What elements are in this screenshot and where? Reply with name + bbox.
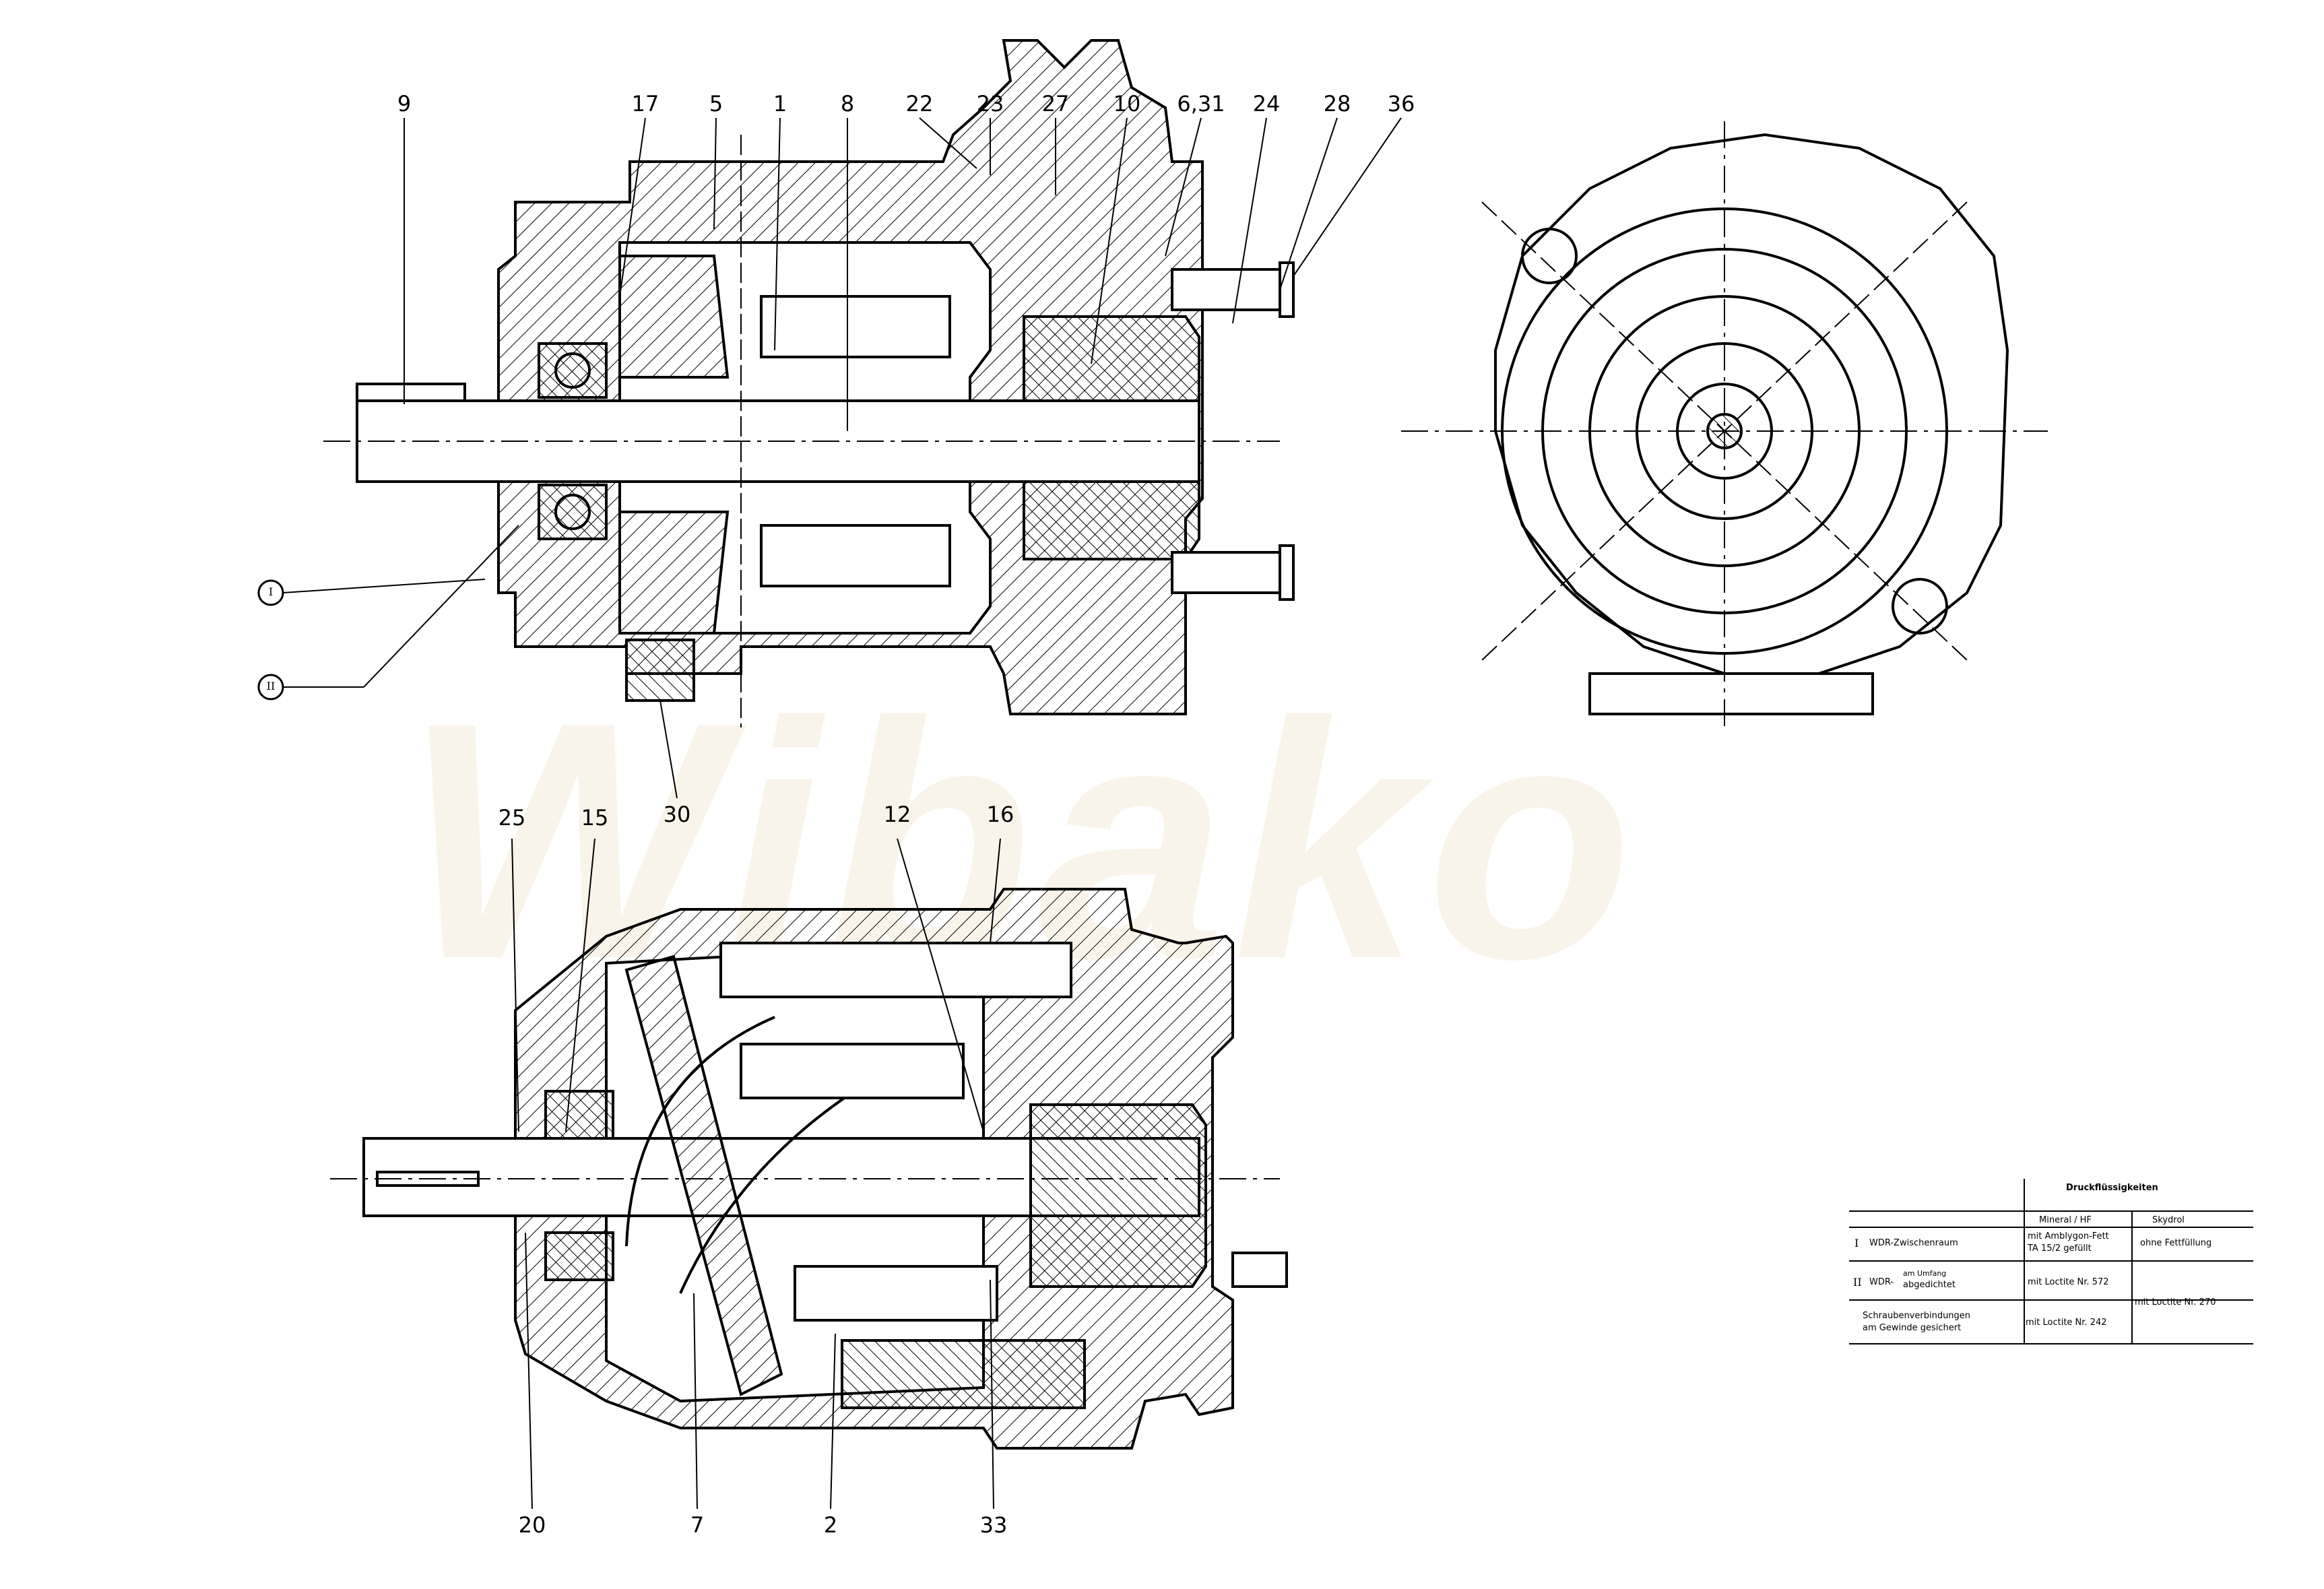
callout-8: 8	[840, 91, 855, 117]
callout-7: 7	[690, 1512, 705, 1538]
legend-col-skydrol: Skydrol	[2152, 1215, 2185, 1225]
bolt-top	[1171, 268, 1281, 311]
legend-row3-label-1: Schraubenverbindungen	[1863, 1311, 1971, 1321]
callout-6-31: 6,31	[1177, 91, 1225, 117]
legend-row2-label-2: abgedichtet	[1903, 1280, 1956, 1290]
swash-plate-bottom	[624, 954, 783, 1396]
piston-upper	[760, 295, 951, 358]
legend-row1-mineral-1: mit Amblygon-Fett	[2028, 1231, 2109, 1241]
end-view-base	[1588, 672, 1874, 715]
legend-table-lines	[1849, 1179, 2253, 1344]
marker-ii: II	[266, 680, 276, 692]
bearing-bottom-bottom	[544, 1231, 614, 1281]
legend-row1-num: I	[1854, 1237, 1859, 1250]
callout-36: 36	[1387, 91, 1415, 117]
callout-25: 25	[498, 805, 526, 831]
callout-33: 33	[979, 1512, 1008, 1538]
callout-12: 12	[883, 802, 911, 827]
top-section-view	[323, 39, 1295, 727]
legend-row3-label-2: am Gewinde gesichert	[1863, 1323, 1962, 1333]
callout-9: 9	[397, 91, 412, 117]
drain-boss	[625, 639, 695, 702]
leader-lines-top	[282, 117, 1402, 799]
legend-row2-prefix: WDR-	[1869, 1277, 1894, 1287]
callout-5: 5	[709, 91, 723, 117]
marker-circle-ii	[257, 674, 284, 701]
marker-i: I	[268, 585, 273, 598]
legend-row2-label-1: am Umfang	[1903, 1269, 1947, 1278]
bolt-hole-bottom-right	[1892, 578, 1948, 635]
bolt-bottom	[1171, 551, 1281, 594]
bearing-front-bottom	[538, 484, 608, 540]
callout-2: 2	[823, 1512, 838, 1538]
legend-col-mineral: Mineral / HF	[2039, 1215, 2092, 1225]
shaft-key	[356, 383, 466, 402]
end-view	[1401, 121, 2048, 727]
piston-d	[841, 1339, 1086, 1409]
callout-15: 15	[581, 805, 609, 831]
bolt-bottom-view	[1231, 1252, 1288, 1288]
callout-28: 28	[1323, 91, 1351, 117]
legend-row2-mineral: mit Loctite Nr. 572	[2028, 1277, 2109, 1287]
callout-27: 27	[1041, 91, 1070, 117]
callout-23: 23	[976, 91, 1004, 117]
fluid-legend-table: Druckflüssigkeiten Mineral / HF Skydrol …	[1849, 1177, 2253, 1346]
callout-30: 30	[663, 802, 691, 827]
bolt-hole-top-left	[1521, 228, 1578, 284]
callout-10: 10	[1113, 91, 1141, 117]
bearing-bottom-top	[544, 1090, 614, 1140]
marker-circle-i	[257, 579, 284, 606]
callout-17: 17	[631, 91, 659, 117]
legend-row23-skydrol: mit Loctite Nr. 270	[2135, 1297, 2216, 1307]
bearing-front-top	[538, 342, 608, 399]
bottom-section-view	[330, 888, 1288, 1450]
piston-lower	[760, 524, 951, 587]
piston-c	[794, 1265, 998, 1322]
callout-22: 22	[905, 91, 934, 117]
callout-20: 20	[518, 1512, 546, 1538]
callout-16: 16	[986, 802, 1014, 827]
legend-row1-skydrol: ohne Fettfüllung	[2140, 1238, 2212, 1248]
legend-row1-label: WDR-Zwischenraum	[1869, 1238, 1958, 1248]
piston-a	[719, 942, 1072, 998]
end-view-flange	[1494, 133, 2009, 675]
legend-header: Druckflüssigkeiten	[2066, 1183, 2158, 1193]
swash-plate	[618, 255, 730, 379]
legend-row2-num: II	[1853, 1276, 1862, 1289]
piston-b	[740, 1043, 965, 1099]
callout-24: 24	[1252, 91, 1281, 117]
callout-1: 1	[773, 91, 787, 117]
legend-row3-mineral: mit Loctite Nr. 242	[2026, 1318, 2107, 1328]
port-plate-bottom	[1029, 1103, 1207, 1288]
legend-row1-mineral-2: TA 15/2 gefüllt	[2028, 1243, 2092, 1254]
leader-lines-bottom	[511, 838, 1001, 1510]
